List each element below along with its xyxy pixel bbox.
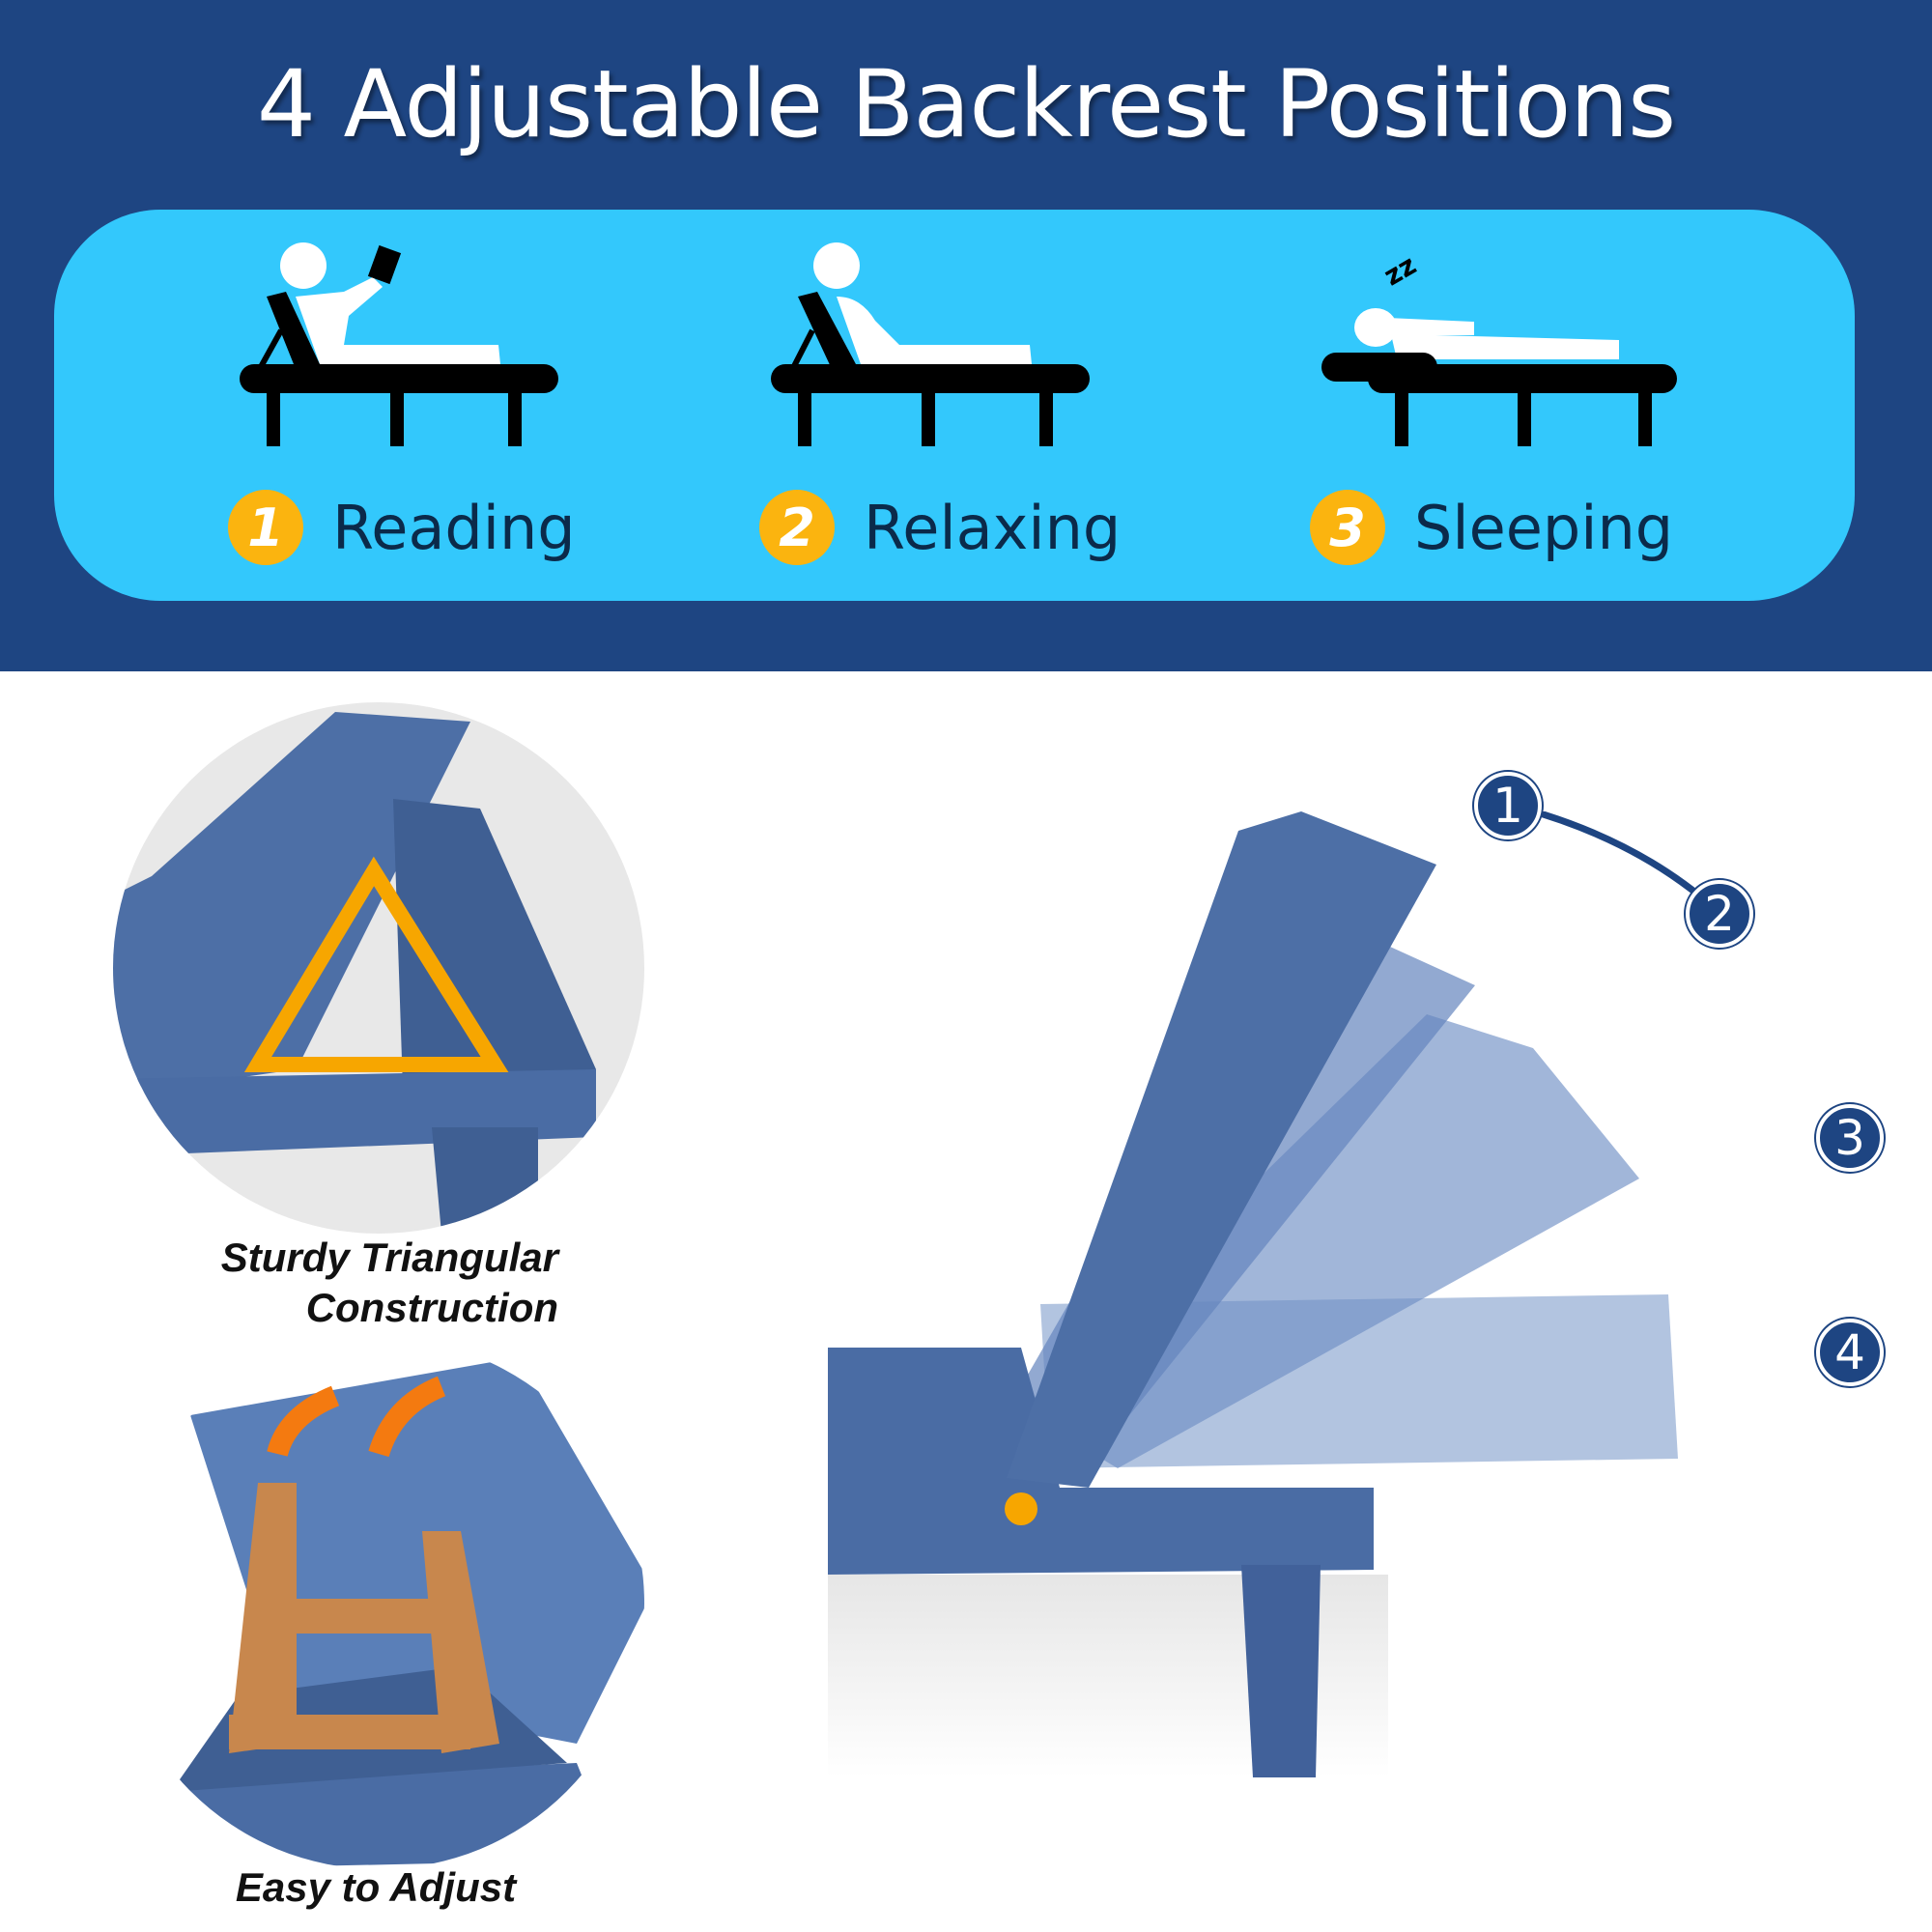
- svg-text:zz: zz: [1378, 249, 1422, 293]
- arrow-icon: [368, 1376, 446, 1458]
- lounger-backrest-diagram: [828, 811, 1717, 1777]
- triangular-caption: Sturdy Triangular Construction: [97, 1233, 558, 1333]
- mode-label-text: Relaxing: [864, 492, 1122, 563]
- mode-relaxing: 2 Relaxing: [730, 210, 1136, 601]
- sleeping-person-icon: zz: [1321, 249, 1677, 446]
- modes-panel: 1 Reading 2 Relaxing zz: [54, 210, 1855, 601]
- position-badge-4: 4: [1816, 1319, 1884, 1386]
- mode-label-text: Sleeping: [1414, 492, 1674, 563]
- arrow-icon: [267, 1385, 340, 1458]
- caption-line: Construction: [305, 1285, 558, 1330]
- mode-number-badge: 2: [759, 490, 835, 565]
- adjust-detail-photo: [113, 1338, 644, 1869]
- header-banner: 4 Adjustable Backrest Positions 1 Readin…: [0, 0, 1932, 671]
- reading-person-icon: [240, 242, 558, 446]
- mode-sleeping: zz 3 Sleeping: [1281, 210, 1687, 601]
- adjust-caption: Easy to Adjust: [235, 1864, 517, 1910]
- caption-line: Sturdy Triangular: [220, 1235, 558, 1280]
- triangular-detail-photo: [113, 702, 644, 1234]
- triangle-highlight-icon: [243, 856, 509, 1072]
- mode-number-badge: 1: [228, 490, 303, 565]
- mode-label-text: Reading: [332, 492, 576, 563]
- rotation-arc: [1520, 811, 1717, 916]
- page-title: 4 Adjustable Backrest Positions: [256, 50, 1676, 158]
- mode-label-relaxing: 2 Relaxing: [759, 490, 1121, 565]
- pivot-point-icon: [1005, 1492, 1037, 1525]
- mode-label-sleeping: 3 Sleeping: [1310, 490, 1673, 565]
- relaxing-person-icon: [771, 242, 1090, 446]
- mode-number-badge: 3: [1310, 490, 1385, 565]
- position-badge-1: 1: [1474, 772, 1542, 839]
- mode-reading: 1 Reading: [199, 210, 605, 601]
- position-badge-3: 3: [1816, 1104, 1884, 1172]
- mode-label-reading: 1 Reading: [228, 490, 576, 565]
- position-badge-2: 2: [1686, 880, 1753, 948]
